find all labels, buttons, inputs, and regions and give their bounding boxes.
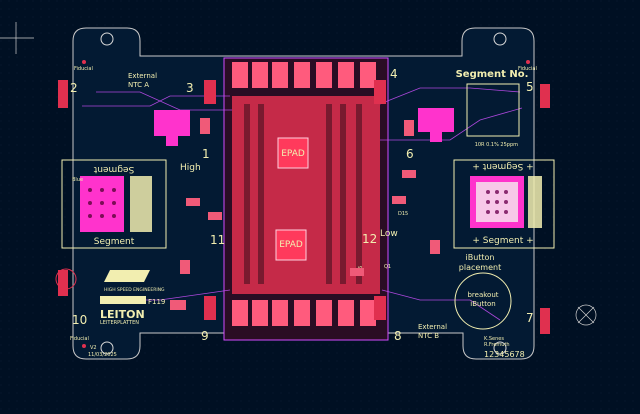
- svg-text:6: 6: [406, 147, 414, 161]
- right-segment-block: [453, 159, 555, 249]
- epad-bottom-chip: [275, 229, 307, 261]
- epad-top-label: EPAD: [281, 149, 305, 159]
- ntc-b-line1: External: [418, 323, 447, 331]
- blue-label: Blue: [72, 177, 83, 183]
- ibutton-placement-line1: iButton: [465, 253, 494, 262]
- left-segment-block: [61, 159, 167, 249]
- svg-text:7: 7: [526, 311, 534, 325]
- ntc-a-line1: External: [128, 72, 157, 80]
- svg-text:HIGH SPEED ENGINEERING: HIGH SPEED ENGINEERING: [104, 287, 165, 293]
- mounting-holes: [100, 32, 507, 355]
- leiton-logo: LEITON: [100, 308, 145, 321]
- svg-text:12: 12: [362, 232, 377, 246]
- svg-text:3: 3: [186, 81, 194, 95]
- svg-text:8: 8: [394, 329, 402, 343]
- ibutton-placement-line2: placement: [459, 263, 501, 272]
- ibutton-outline: [454, 272, 512, 330]
- passive-pads: [170, 118, 440, 310]
- breakout-line1: breakout: [467, 291, 498, 299]
- svg-text:9: 9: [201, 329, 209, 343]
- label-plate: [100, 296, 146, 304]
- low-label: Low: [380, 229, 398, 239]
- designer-2: R.Fremuth: [484, 342, 510, 348]
- date-label: 11/03/2025: [88, 352, 117, 358]
- segment-no-label: Segment No.: [456, 69, 529, 80]
- fiducial-label-2: Fiducial: [518, 66, 537, 72]
- segment-right-top-label: + Segment +: [472, 161, 533, 171]
- high-label: High: [180, 163, 201, 173]
- grid-origin-marker: [575, 304, 597, 326]
- ref-d15: D15: [398, 211, 408, 217]
- svg-text:1: 1: [202, 147, 210, 161]
- fiducial-label-1: Fiducial: [74, 66, 93, 72]
- svg-text:5: 5: [526, 80, 534, 94]
- svg-text:2: 2: [70, 81, 78, 95]
- segment-left-top-label: Segment: [93, 164, 134, 174]
- svg-text:11: 11: [210, 233, 225, 247]
- epad-bottom-label: EPAD: [279, 240, 303, 250]
- f119-label: F119: [148, 298, 165, 306]
- probe-marker: [55, 268, 77, 290]
- epad-top-chip: [277, 137, 309, 169]
- ntc-a-line2: NTC A: [128, 81, 149, 89]
- corner-numbers: 2 3 4 5 1 6 11 12 10 9 8 7: [70, 67, 534, 343]
- designer-1: K.Senes: [484, 336, 504, 342]
- svg-text:10: 10: [72, 313, 87, 327]
- leiton-sub: LEITERPLATTEN: [100, 320, 139, 326]
- fiducial-label-3: Fiducial: [70, 336, 89, 342]
- left-heater-pad: [154, 110, 190, 146]
- spec-label: 10R 0.1% 25ppm: [475, 142, 518, 148]
- hse-logo: HIGH SPEED ENGINEERING: [104, 270, 165, 293]
- version-label: V2: [90, 345, 97, 351]
- ref-q1: Q1: [384, 264, 391, 270]
- serial-label: 12345678: [484, 350, 525, 359]
- breakout-line2: iButton: [470, 300, 495, 308]
- segment-no-box: [466, 83, 520, 137]
- right-heater-pad: [418, 108, 454, 142]
- edge-pads: [58, 80, 550, 334]
- origin-crosshair: [0, 22, 34, 54]
- svg-text:4: 4: [390, 67, 398, 81]
- ntc-b-line2: NTC B: [418, 332, 439, 340]
- segment-left-bottom-label: Segment: [94, 237, 135, 247]
- segment-right-bottom-label: + Segment +: [472, 236, 533, 246]
- central-components: [232, 62, 376, 326]
- fiducials: [82, 60, 530, 348]
